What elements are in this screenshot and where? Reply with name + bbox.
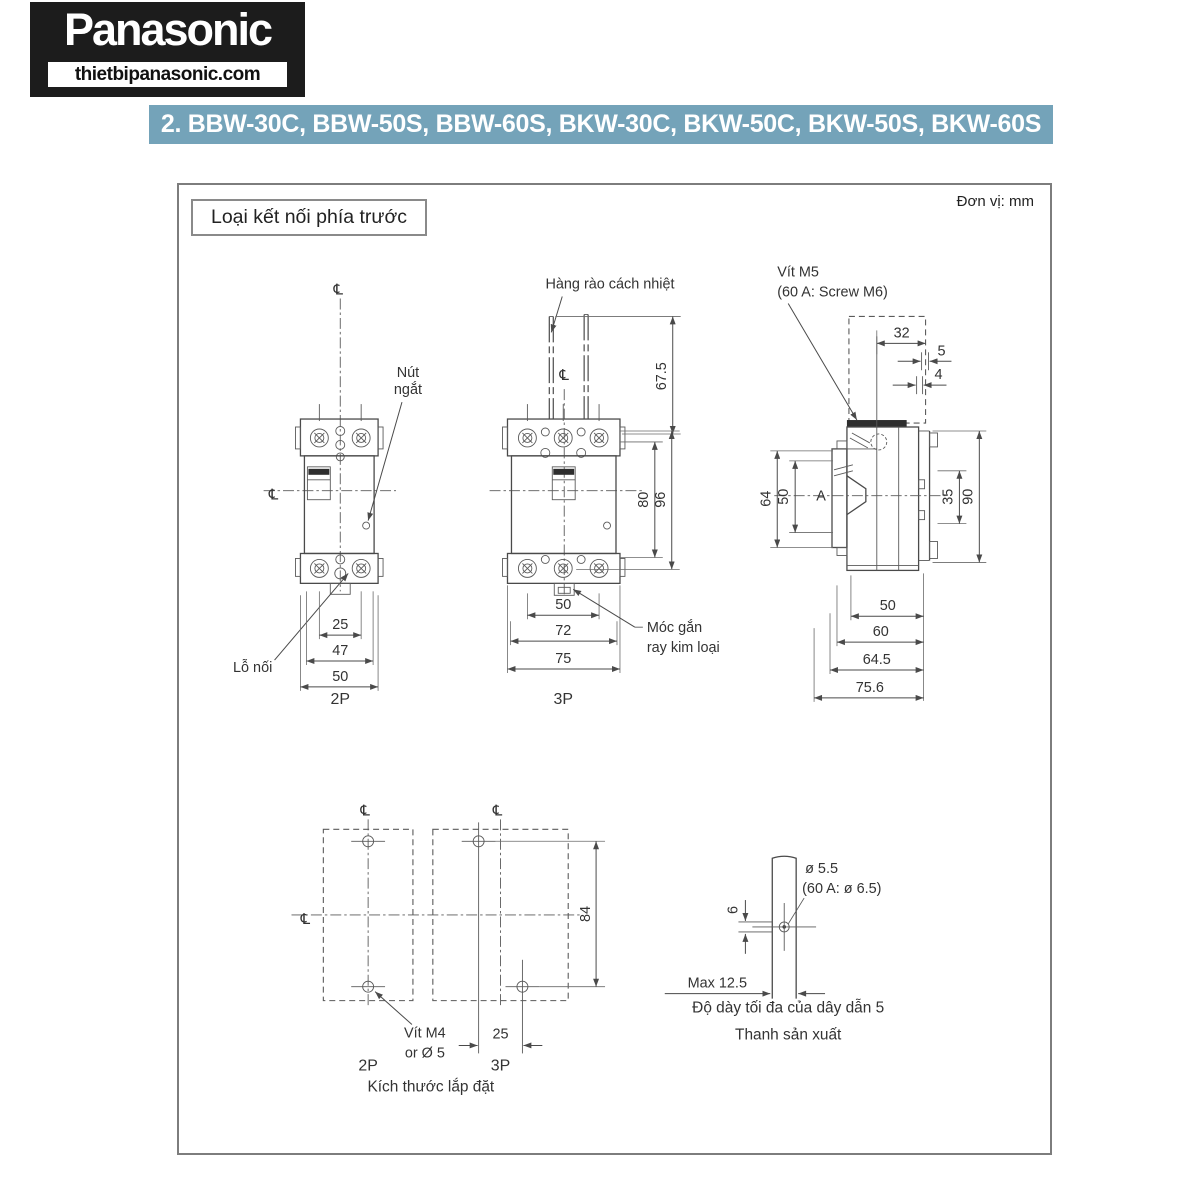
pole-label-3p-mounting: 3P: [491, 1057, 510, 1074]
dim-5: 5: [937, 343, 945, 359]
dim-4: 4: [934, 367, 942, 383]
mounting-screw-label: Vít M4: [404, 1025, 446, 1041]
technical-drawing: ℄ ℄ Nút ngắt: [233, 265, 987, 1095]
mounting-screw-label: or Ø 5: [405, 1045, 445, 1061]
screw-m5-note: (60 A: Screw M6): [777, 285, 888, 301]
dim-72: 72: [555, 623, 571, 639]
title-bar: 2. BBW-30C, BBW-50S, BBW-60S, BKW-30C, B…: [149, 105, 1053, 144]
connection-type-label: Loại kết nối phía trước: [191, 199, 427, 236]
insulation-barrier-label: Hàng rào cách nhiệt: [545, 277, 674, 293]
brand-wordmark: Panasonic: [63, 4, 273, 55]
side-view: Vít M5 (60 A: Screw M6) 32 5 4: [758, 265, 987, 702]
centerline-icon: ℄: [492, 801, 503, 819]
centerline-icon: ℄: [332, 281, 343, 299]
dim-b75-6: 75.6: [856, 680, 884, 696]
centerline-icon: ℄: [300, 910, 311, 928]
busbar-caption-1: Độ dày tối đa của dây dẫn 5: [692, 1000, 884, 1017]
pole-label-2p: 2P: [331, 691, 350, 708]
centerline-icon: ℄: [268, 486, 279, 504]
mounting-view: ℄ ℄ ℄ 84 25 Vít M4 or Ø 5 2P 3P Kích thư…: [291, 801, 606, 1095]
busbar-caption-2: Thanh sản xuất: [735, 1026, 842, 1043]
screw-m5-label: Vít M5: [777, 265, 819, 281]
dim-80: 80: [636, 492, 652, 508]
unit-label: Đơn vị: mm: [956, 193, 1034, 210]
point-a-label: A: [816, 489, 826, 505]
dim-90: 90: [960, 489, 976, 505]
front-view-3p: ℄ Hàng rào cách nhiệt: [489, 277, 720, 708]
dim-6: 6: [725, 906, 741, 914]
dim-67-5: 67.5: [654, 362, 670, 390]
dim-47: 47: [332, 643, 348, 659]
centerline-icon: ℄: [558, 366, 569, 384]
trip-button-label: ngắt: [394, 381, 422, 398]
dim-25: 25: [332, 617, 348, 633]
connection-hole-label: Lỗ nối: [233, 659, 272, 676]
dim-35: 35: [940, 489, 956, 505]
dim-96: 96: [653, 492, 669, 508]
pole-label-3p: 3P: [553, 691, 572, 708]
din-hook-label: Móc gắn: [647, 619, 702, 636]
mounting-caption: Kích thước lắp đặt: [367, 1078, 494, 1095]
dim-b60: 60: [873, 624, 889, 640]
trip-button-label: Nút: [397, 365, 419, 381]
dim-b50: 50: [880, 598, 896, 614]
website-label: thietbipanasonic.com: [48, 62, 287, 87]
max-thickness-label: Max 12.5: [688, 976, 747, 992]
dim-b64-5: 64.5: [863, 652, 891, 668]
dim-32: 32: [894, 325, 910, 341]
busbar-view: 6 ø 5.5 (60 A: ø 6.5) Max 12.5 Độ dày tố…: [664, 855, 884, 1043]
busbar-hole-note: (60 A: ø 6.5): [802, 881, 881, 897]
dim-50: 50: [332, 669, 348, 685]
diagram-frame: Loại kết nối phía trước Đơn vị: mm: [177, 183, 1052, 1155]
pole-label-2p-mounting: 2P: [358, 1057, 377, 1074]
dim-75: 75: [555, 651, 571, 667]
dim-25-mounting: 25: [493, 1026, 509, 1042]
dim-84: 84: [578, 906, 594, 922]
front-view-2p: ℄ ℄ Nút ngắt: [233, 281, 422, 708]
panasonic-logo: Panasonic thietbipanasonic.com: [30, 2, 305, 97]
din-hook-label: ray kim loại: [647, 640, 720, 656]
dim-50-3p: 50: [555, 597, 571, 613]
dim-50-side: 50: [776, 489, 792, 505]
busbar-hole-label: ø 5.5: [805, 861, 838, 877]
dim-64: 64: [758, 491, 774, 507]
centerline-icon: ℄: [359, 801, 370, 819]
